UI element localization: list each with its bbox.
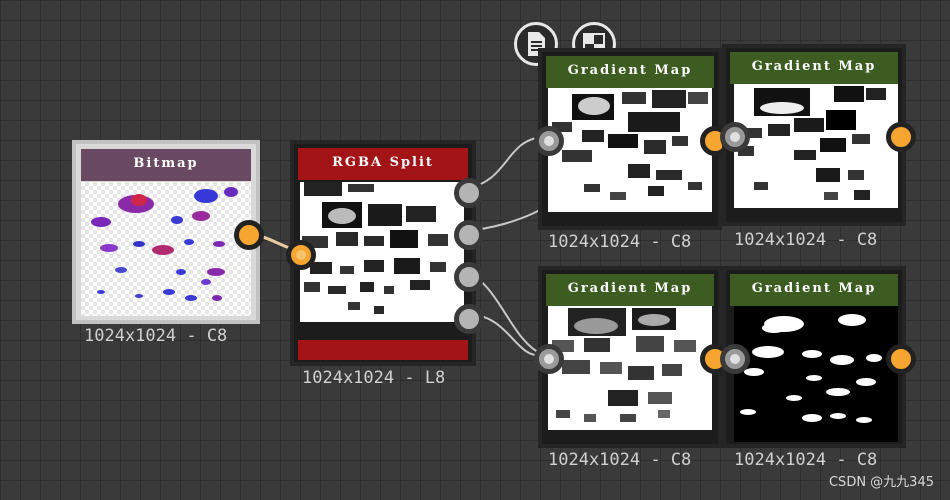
rgba-split-output-r[interactable] — [454, 178, 484, 208]
gradient-map-2-title: Gradient Map — [730, 52, 898, 84]
bitmap-caption: 1024x1024 - C8 — [84, 326, 228, 346]
gradient-map-4-input-port[interactable] — [720, 344, 750, 374]
gradient-map-1-input-port[interactable] — [534, 126, 564, 156]
bitmap-node[interactable]: Bitmap — [72, 140, 264, 324]
gradient-map-3-title: Gradient Map — [546, 274, 714, 306]
gradient-map-1-preview-image — [552, 90, 708, 200]
gradient-map-4-preview — [734, 306, 898, 442]
gradient-map-node-2[interactable]: Gradient Map — [720, 44, 916, 226]
rgba-split-output-b[interactable] — [454, 262, 484, 292]
gradient-map-2-preview-image — [738, 86, 886, 200]
gradient-map-2-caption: 1024x1024 - C8 — [734, 230, 878, 250]
gradient-map-2-preview — [734, 84, 898, 208]
gradient-map-node-3[interactable]: Gradient Map — [534, 266, 730, 448]
gradient-map-4-caption: 1024x1024 - C8 — [734, 450, 878, 470]
gradient-map-node-1[interactable]: Gradient Map — [534, 48, 730, 230]
bitmap-preview — [81, 182, 251, 316]
gradient-map-1-caption: 1024x1024 - C8 — [548, 232, 692, 252]
document-button[interactable] — [514, 22, 558, 66]
gradient-map-4-output-port[interactable] — [886, 344, 916, 374]
rgba-split-footer — [298, 340, 468, 360]
gradient-map-2-input-port[interactable] — [720, 122, 750, 152]
bitmap-output-port[interactable] — [234, 220, 264, 250]
gradient-map-4-title: Gradient Map — [730, 274, 898, 306]
gradient-map-1-title: Gradient Map — [546, 56, 714, 88]
gradient-map-3-caption: 1024x1024 - C8 — [548, 450, 692, 470]
bitmap-preview-image — [91, 187, 238, 301]
gradient-map-3-input-port[interactable] — [534, 344, 564, 374]
gradient-map-1-preview — [548, 88, 712, 212]
rgba-split-node-title: RGBA Split — [298, 148, 468, 180]
gradient-map-2-output-port[interactable] — [886, 122, 916, 152]
rgba-split-node[interactable]: RGBA Split — [286, 140, 484, 366]
rgba-split-preview-image — [302, 182, 448, 314]
rgba-split-input-port[interactable] — [286, 240, 316, 270]
gradient-map-3-preview-image — [552, 308, 696, 422]
bitmap-node-title: Bitmap — [81, 149, 251, 181]
gradient-map-4-preview-image — [740, 314, 882, 423]
rgba-split-preview — [300, 182, 464, 322]
gradient-map-node-4[interactable]: Gradient Map — [720, 266, 916, 448]
gradient-map-3-preview — [548, 306, 712, 430]
rgba-split-output-g[interactable] — [454, 220, 484, 250]
rgba-split-caption: 1024x1024 - L8 — [302, 368, 446, 388]
rgba-split-output-a[interactable] — [454, 304, 484, 334]
watermark: CSDN @九九345 — [828, 475, 934, 490]
